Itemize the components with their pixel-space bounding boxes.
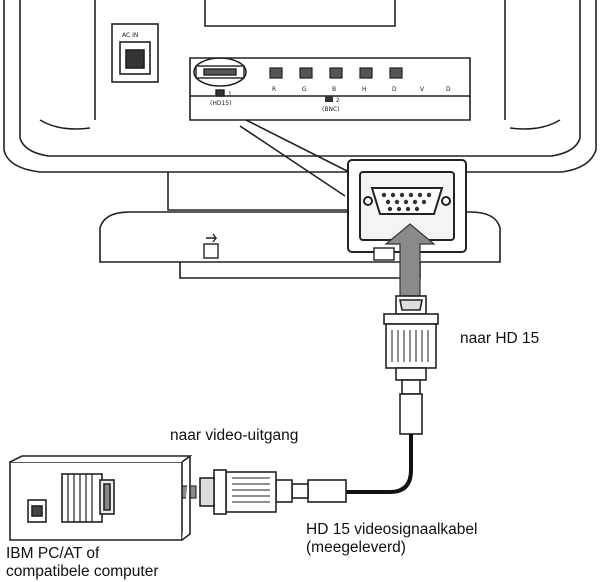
bnc-letter-g: G <box>302 86 307 93</box>
bnc-letter-r: R <box>272 86 276 93</box>
hd15-plug-monitor-side <box>383 295 439 435</box>
hd15-plug-computer-side <box>199 469 347 515</box>
input2-icon <box>325 96 333 102</box>
label-cable-line1: HD 15 videosignaalkabel <box>306 521 478 538</box>
bnc-letter-d: D <box>392 86 397 93</box>
input1-sub: (HD15) <box>210 100 231 107</box>
label-computer-line1: IBM PC/AT of <box>6 545 100 562</box>
input2-sub: (BNC) <box>322 106 339 113</box>
arrow-icon <box>384 223 436 297</box>
lock-icon <box>203 233 219 259</box>
zoom-callout <box>193 57 356 197</box>
bnc-connectors <box>269 67 403 79</box>
computer-box <box>9 455 193 541</box>
label-computer-line2: compatibele computer <box>6 563 159 580</box>
input1-label: 1 <box>228 91 232 98</box>
bnc-letter-b: B <box>332 86 336 93</box>
label-cable-line2: (meegeleverd) <box>306 539 406 556</box>
hd15-zoom-box <box>347 159 467 253</box>
stand-slot <box>373 247 395 261</box>
ac-in-socket <box>111 23 159 83</box>
signal-cable <box>346 434 413 494</box>
bnc-letter-row: R G B H D V D <box>272 86 451 93</box>
ac-in-label: AC IN <box>122 32 138 39</box>
bnc-letter-h: H <box>362 86 367 93</box>
bnc-letter-d2: D <box>446 86 451 93</box>
hd15-input-port <box>195 65 245 97</box>
bnc-letter-v: V <box>420 86 425 93</box>
input2-label: 2 <box>336 97 340 104</box>
label-to-hd15: naar HD 15 <box>460 330 540 347</box>
label-to-video-output: naar video-uitgang <box>170 427 299 444</box>
monitor-rear <box>3 0 597 279</box>
